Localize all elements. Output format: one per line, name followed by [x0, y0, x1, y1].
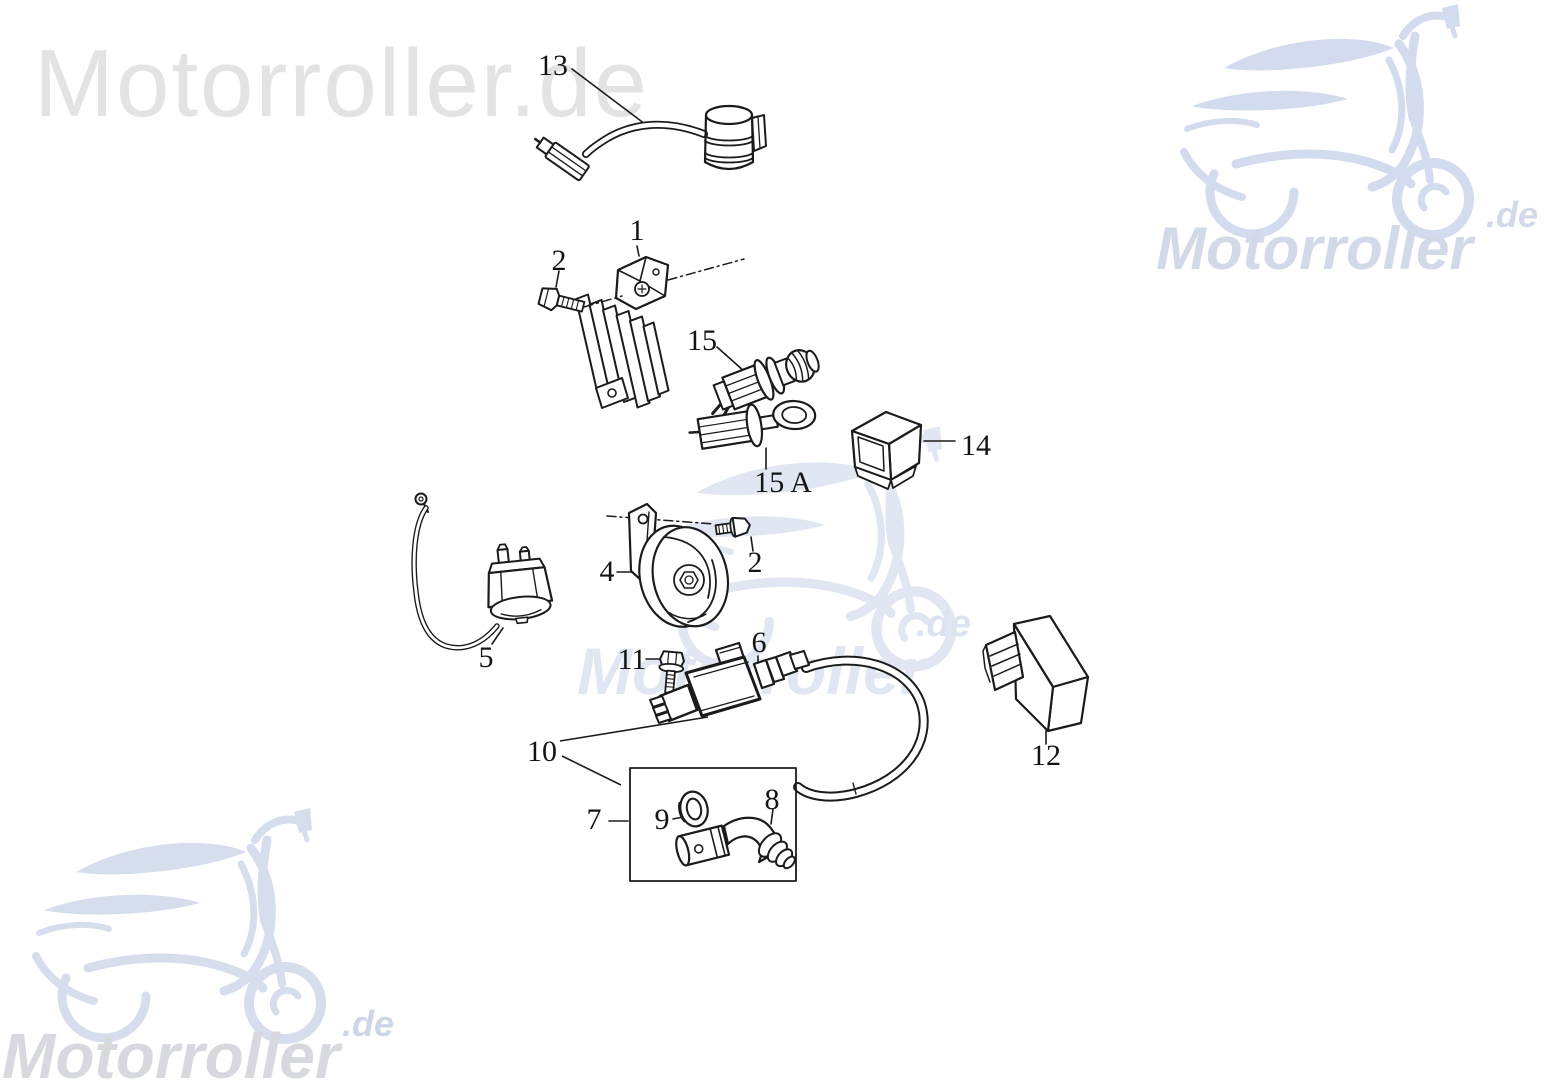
callout-4: 4	[600, 555, 615, 588]
callout-12: 12	[1031, 739, 1061, 772]
callout-13: 13	[538, 49, 568, 82]
callout-2-horn: 2	[748, 546, 763, 579]
callout-1: 1	[630, 214, 645, 247]
callout-15a: 15 A	[754, 466, 812, 499]
watermark-tld-bottom-left: .de	[342, 1003, 394, 1044]
callout-9: 9	[655, 803, 670, 836]
watermark-brand-bottom-left: Motorroller	[2, 1020, 343, 1092]
scooter-logo-watermark-bottom-left: Motorroller .de	[2, 808, 394, 1092]
rubber-boot-drawing	[850, 410, 956, 490]
flange-bolt-drawing	[645, 650, 685, 695]
callout-10-leaders	[559, 716, 709, 786]
flasher-relay-drawing	[533, 68, 767, 182]
relay-terminals	[496, 543, 531, 564]
power-socket-plug-drawing	[711, 346, 820, 420]
watermark-tld-top-right: .de	[1486, 194, 1538, 235]
watermark-brand-top-right: Motorroller	[1156, 215, 1476, 282]
scooter-logo-watermark-top-right: Motorroller .de	[1156, 4, 1538, 282]
cdi-unit-drawing	[982, 614, 1090, 745]
regulator-fins	[575, 293, 670, 409]
watermark-tld-middle: .de	[916, 603, 971, 645]
callout-5: 5	[479, 641, 494, 674]
voltage-regulator-drawing	[575, 245, 745, 409]
callout-8: 8	[765, 783, 780, 816]
grommet-ring-drawing	[678, 790, 709, 828]
callout-6: 6	[752, 626, 767, 659]
starter-relay-drawing	[411, 492, 554, 651]
hex-bolt-drawing-upper	[537, 270, 623, 313]
callout-7: 7	[587, 803, 602, 836]
spark-plug-cap-kit-box	[608, 767, 797, 882]
ignition-coil-drawing	[649, 641, 929, 802]
horn-drawing	[606, 502, 754, 628]
spark-plug-cap-drawing	[675, 816, 796, 870]
callout-10: 10	[527, 735, 557, 768]
socket-with-cap-drawing	[688, 399, 817, 470]
callout-labels: 13 1 2 15 15 A 14 4 2 5 11 6 10 12 7 9 8	[479, 49, 1062, 836]
hex-bolt-drawing-horn	[714, 516, 751, 538]
callout-2-regulator: 2	[552, 244, 567, 277]
callout-14: 14	[961, 429, 991, 462]
callout-11: 11	[618, 643, 647, 676]
callout-15: 15	[687, 324, 717, 357]
watermark-wordmark-top-left: Motorroller.de	[34, 30, 649, 137]
